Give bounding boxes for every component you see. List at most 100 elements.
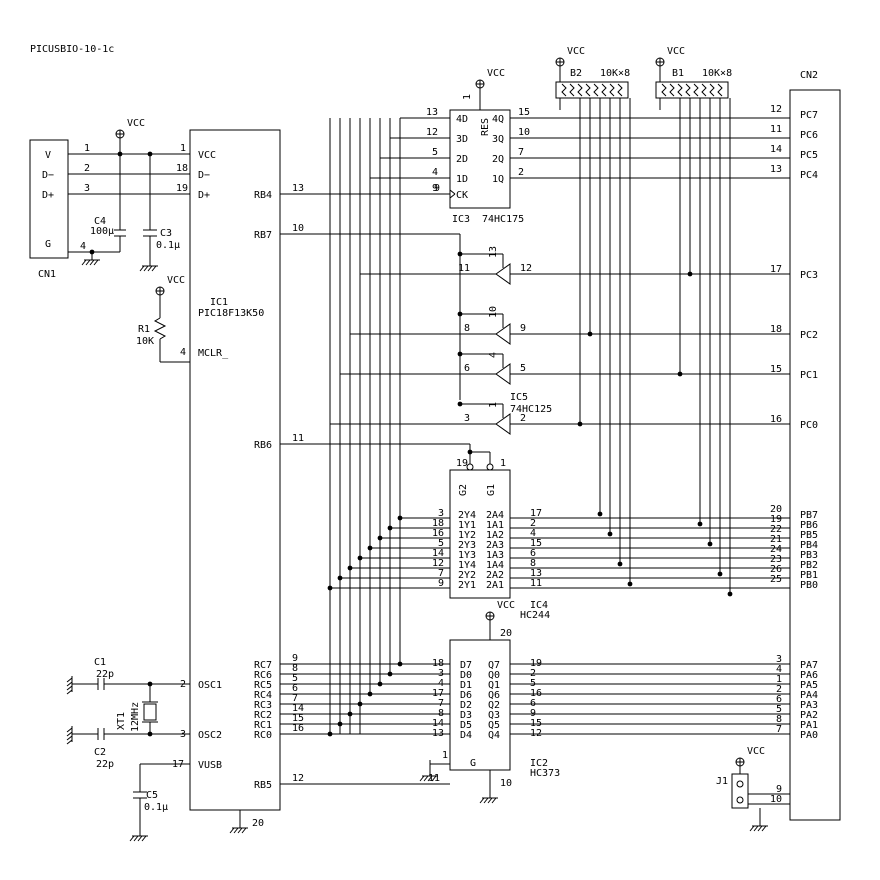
pin-num: 1 <box>776 674 782 685</box>
ic1-pin-label: D+ <box>198 190 210 201</box>
pin-num: 2 <box>518 167 524 178</box>
cn2-pin-label: PA0 <box>800 730 818 741</box>
pin-num: 8 <box>776 714 782 725</box>
ic4-pin-label: 1Y1 <box>458 520 476 531</box>
ground-symbol <box>66 739 73 745</box>
ic4-pin-label: 2A1 <box>486 580 504 591</box>
c5-value: 0.1μ <box>144 802 168 813</box>
pin-num: 13 <box>488 246 499 258</box>
ground-symbol <box>66 689 73 695</box>
cn2-pin-label: PB5 <box>800 530 818 541</box>
ic1-part: PIC18F13K50 <box>198 308 264 319</box>
b2-element <box>577 83 583 97</box>
pin-num: 9 <box>292 653 298 664</box>
ic2-pin-label: Q4 <box>488 730 500 741</box>
c4-value: 100μ <box>90 226 114 237</box>
ic2-pin-label: D0 <box>460 670 472 681</box>
ic3-pin-label: 2D <box>456 154 468 165</box>
ic2-g: G <box>470 758 476 769</box>
pin-num: 10 <box>518 127 530 138</box>
b1-body <box>655 81 729 99</box>
vcc-label: VCC <box>497 600 515 611</box>
ground-symbol <box>233 827 239 834</box>
ground-symbol <box>66 735 73 741</box>
ground-symbol <box>66 681 73 687</box>
ground-symbol <box>241 827 247 834</box>
junction-dot <box>387 525 393 531</box>
pin-num: 9 <box>432 183 438 194</box>
cn2-body <box>789 89 841 821</box>
ic2-pin-label: D5 <box>460 720 472 731</box>
ic1-pin-label: RB5 <box>254 780 272 791</box>
pin-num: 11 <box>292 433 304 444</box>
ic3-pin-label: 3Q <box>492 134 504 145</box>
b2-element <box>569 83 575 97</box>
cn2-pin-label: PB2 <box>800 560 818 571</box>
pin-num: 3 <box>464 413 470 424</box>
junction-dot <box>357 701 363 707</box>
inv-bubble <box>466 463 474 471</box>
ground-symbol <box>427 775 433 782</box>
ground-symbol <box>151 265 157 272</box>
junction-dot <box>357 555 363 561</box>
pin-num: 9 <box>434 183 440 194</box>
pin-num: 6 <box>530 548 536 559</box>
pin-num: 19 <box>456 458 468 469</box>
pin-num: 10 <box>488 306 499 318</box>
junction-dot <box>367 691 373 697</box>
ic3-pin-label: CK <box>456 190 468 201</box>
pin-num: 11 <box>530 578 542 589</box>
pin-num: 7 <box>776 724 782 735</box>
wire <box>449 193 456 199</box>
ic4-pin-label: 2A3 <box>486 540 504 551</box>
junction-dot <box>457 311 463 317</box>
ground-symbol <box>749 825 755 832</box>
ic1-pin-label: RC6 <box>254 670 272 681</box>
ic4-part: HC244 <box>520 610 550 621</box>
ic3-body <box>449 109 511 209</box>
pin-num: 10 <box>292 223 304 234</box>
junction-dot <box>367 545 373 551</box>
junction-dot <box>327 585 333 591</box>
pin-num: 2 <box>520 413 526 424</box>
junction-dot <box>397 661 403 667</box>
pin-num: 6 <box>292 683 298 694</box>
pin-num: 7 <box>438 568 444 579</box>
pin-num: 20 <box>252 818 264 829</box>
cn2-pin-label: PA4 <box>800 690 818 701</box>
ic4-pin-label: 1A2 <box>486 530 504 541</box>
b1-value: 10K×8 <box>702 68 732 79</box>
pin-num: 25 <box>770 574 782 585</box>
pin-num: 3 <box>438 508 444 519</box>
ic2-pin-label: D2 <box>460 700 472 711</box>
b2-value: 10K×8 <box>600 68 630 79</box>
ground-symbol <box>66 727 73 733</box>
ground-symbol <box>423 775 429 782</box>
pin-num: 19 <box>176 183 188 194</box>
ic1-pin-label: VCC <box>198 150 216 161</box>
pin-num: 16 <box>770 414 782 425</box>
pin-num: 9 <box>438 578 444 589</box>
ground-symbol <box>89 259 95 266</box>
ic1-pin-label: RC0 <box>254 730 272 741</box>
cn2-pin-label: PC1 <box>800 370 818 381</box>
pin-num: 14 <box>432 548 444 559</box>
cn1-pin-label: D+ <box>42 190 54 201</box>
ic4-pin-label: 2A4 <box>486 510 504 521</box>
ic2-name: IC2 <box>530 758 548 769</box>
pin-num: 24 <box>770 544 782 555</box>
pin-num: 19 <box>770 514 782 525</box>
pin-num: 18 <box>432 518 444 529</box>
cn2-pin-label: PC7 <box>800 110 818 121</box>
ic1-body <box>189 129 281 811</box>
junction-dot <box>707 541 713 547</box>
pin-num: 4 <box>180 347 186 358</box>
junction-dot <box>457 351 463 357</box>
pin-num: 2 <box>776 684 782 695</box>
pin-num: 20 <box>500 628 512 639</box>
cn2-pin-label: PA2 <box>800 710 818 721</box>
ic4-g1: G1 <box>486 484 497 496</box>
r1-value: 10K <box>136 336 154 347</box>
cn2-pin-label: PC2 <box>800 330 818 341</box>
